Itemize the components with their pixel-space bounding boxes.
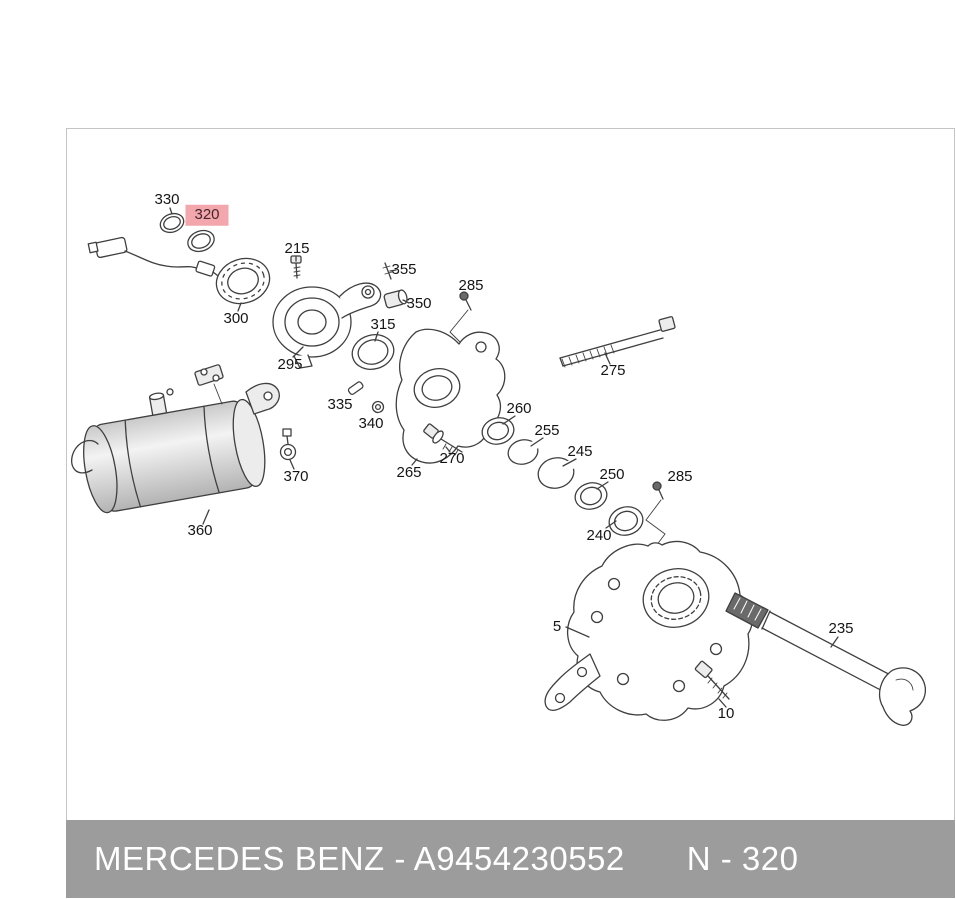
part-label-340: 340 xyxy=(358,414,384,432)
sensor-cable-drawing xyxy=(87,236,235,293)
ring-320-drawing xyxy=(187,229,215,253)
nut-340-drawing xyxy=(371,400,385,414)
part-label-335: 335 xyxy=(327,395,353,413)
footer-brand-partnumber: MERCEDES BENZ - A9454230552 xyxy=(94,840,625,877)
bolt-215-drawing xyxy=(290,255,302,279)
grommet-370-drawing xyxy=(279,428,297,461)
part-label-260: 260 xyxy=(506,399,532,417)
bearing-295-drawing xyxy=(272,282,382,369)
reservoir-360-drawing xyxy=(71,364,280,514)
bolt-270-drawing xyxy=(423,423,463,456)
ring-300-drawing xyxy=(215,257,271,305)
fork-265-drawing xyxy=(395,328,506,464)
part-label-300: 300 xyxy=(223,309,249,327)
bolt-275-drawing xyxy=(559,316,676,368)
leader-lines xyxy=(169,207,839,708)
part-label-250: 250 xyxy=(599,465,625,483)
ring-260-drawing xyxy=(481,417,515,445)
ring-330-drawing xyxy=(159,212,185,234)
diagram-frame xyxy=(66,128,955,898)
part-label-370: 370 xyxy=(283,467,309,485)
circlip-245-drawing xyxy=(537,457,579,489)
part-label-285-lower: 285 xyxy=(667,467,693,485)
part-label-5: 5 xyxy=(552,617,562,635)
ring-250-drawing xyxy=(574,482,608,510)
part-label-215: 215 xyxy=(284,239,310,257)
part-label-320: 320 xyxy=(185,204,229,226)
part-label-275: 275 xyxy=(600,361,626,379)
part-label-295: 295 xyxy=(277,355,303,373)
part-label-235: 235 xyxy=(828,619,854,637)
part-label-255: 255 xyxy=(534,421,560,439)
part-label-10: 10 xyxy=(717,704,735,722)
part-label-360: 360 xyxy=(187,521,213,539)
footer-caption-bar: MERCEDES BENZ - A9454230552 N - 320 xyxy=(66,820,955,898)
part-label-355: 355 xyxy=(391,260,417,278)
part-label-330: 330 xyxy=(154,190,180,208)
pin-355-drawing xyxy=(382,262,393,280)
axle-shaft-235-drawing xyxy=(725,592,927,726)
key-335-drawing xyxy=(347,381,364,395)
part-label-240: 240 xyxy=(586,526,612,544)
screw-285b-drawing xyxy=(645,481,666,559)
part-label-245: 245 xyxy=(567,442,593,460)
ring-315-drawing xyxy=(351,334,395,370)
part-label-350: 350 xyxy=(406,294,432,312)
ring-240-drawing xyxy=(608,506,644,536)
part-label-285-upper: 285 xyxy=(458,276,484,294)
part-label-315: 315 xyxy=(370,315,396,333)
bolt-10-drawing xyxy=(694,660,730,700)
part-label-265: 265 xyxy=(396,463,422,481)
screw-285a-drawing xyxy=(441,291,472,367)
sleeve-350-drawing xyxy=(383,289,408,309)
part-label-270: 270 xyxy=(439,449,465,467)
snapring-255-drawing xyxy=(507,439,541,465)
footer-reference: N - 320 xyxy=(686,840,799,877)
